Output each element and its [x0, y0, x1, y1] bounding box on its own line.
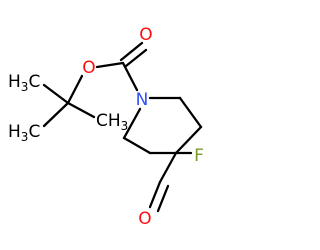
bond-cho-o-1	[148, 180, 162, 209]
bond-ester-o-tertc	[66, 74, 84, 105]
molecule-structure: O O N F O H3C H3C CH3	[8, 25, 204, 229]
methyl-label-lower: H3C	[8, 122, 40, 144]
bond-carbonyl-c-n	[121, 61, 139, 92]
bond-c4-cho	[158, 151, 178, 184]
atom-label-ester-oxygen: O	[82, 58, 95, 78]
bond-tertc-methyl-upper	[42, 83, 70, 105]
methyl-label-right: CH3	[96, 111, 128, 133]
bond-carbonyl-c-ester-o	[95, 61, 125, 69]
bond-carbonyl-c-o-2	[124, 48, 148, 68]
bond-n-c6	[122, 107, 142, 140]
methyl-label-upper: H3C	[8, 72, 40, 94]
bond-c6-c5	[122, 136, 152, 155]
bond-lines	[42, 41, 203, 213]
bond-c3-c4	[174, 125, 203, 155]
atom-label-carbonyl-oxygen: O	[139, 25, 152, 45]
bond-cho-o-2	[156, 184, 170, 213]
bond-carbonyl-c-o-1	[119, 41, 144, 62]
bond-tertc-methyl-right	[66, 101, 96, 119]
bond-tertc-methyl-lower	[42, 101, 70, 128]
bond-c2-c3	[178, 96, 203, 129]
atom-label-fluorine: F	[194, 146, 204, 166]
atom-label-aldehyde-oxygen: O	[138, 209, 151, 229]
atom-label-ring-nitrogen: N	[136, 90, 149, 110]
